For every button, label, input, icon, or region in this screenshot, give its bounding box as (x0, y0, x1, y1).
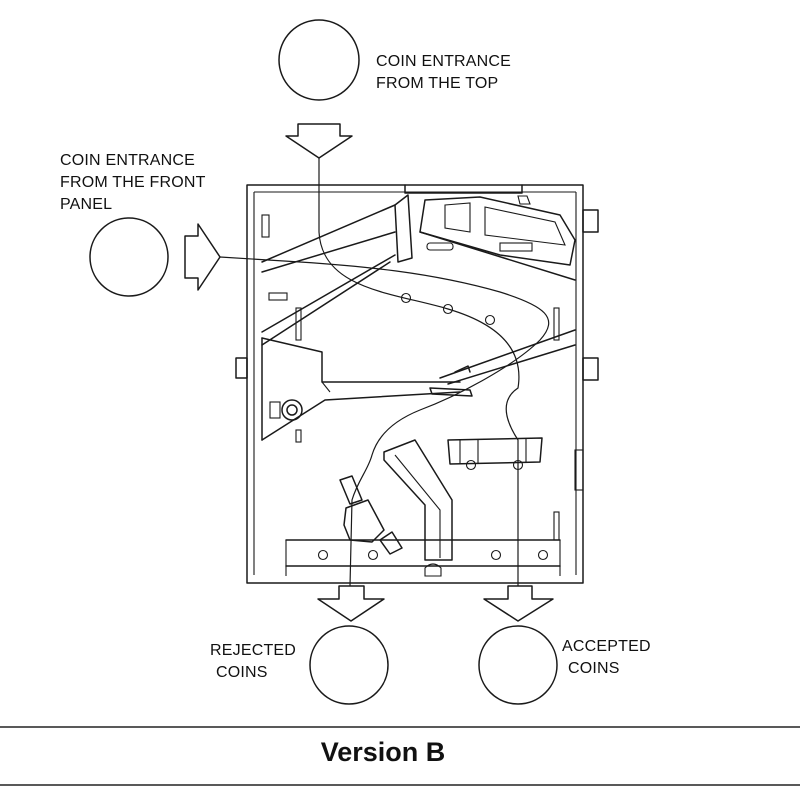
top-coin-path (318, 158, 520, 586)
top-entrance-coin (278, 19, 360, 101)
rejected-coins-label: REJECTED COINS (210, 642, 301, 681)
top-entrance-arrow (285, 123, 353, 159)
rejected-exit-arrow (317, 585, 385, 622)
accepted-coins-label: ACCEPTED COINS (562, 638, 655, 677)
front-entrance-label: COIN ENTRANCE FROM THE FRONT PANEL (60, 152, 210, 213)
top-entrance-label: COIN ENTRANCE FROM THE TOP (376, 53, 516, 92)
front-entrance-arrow (184, 223, 221, 291)
front-entrance-coin (89, 217, 169, 297)
accepted-exit-arrow (483, 585, 554, 622)
coin-validator-body (235, 184, 599, 584)
front-coin-path (219, 256, 550, 587)
version-caption: Version B (321, 737, 446, 767)
rejected-coin (309, 625, 389, 705)
accepted-coin (478, 625, 558, 705)
